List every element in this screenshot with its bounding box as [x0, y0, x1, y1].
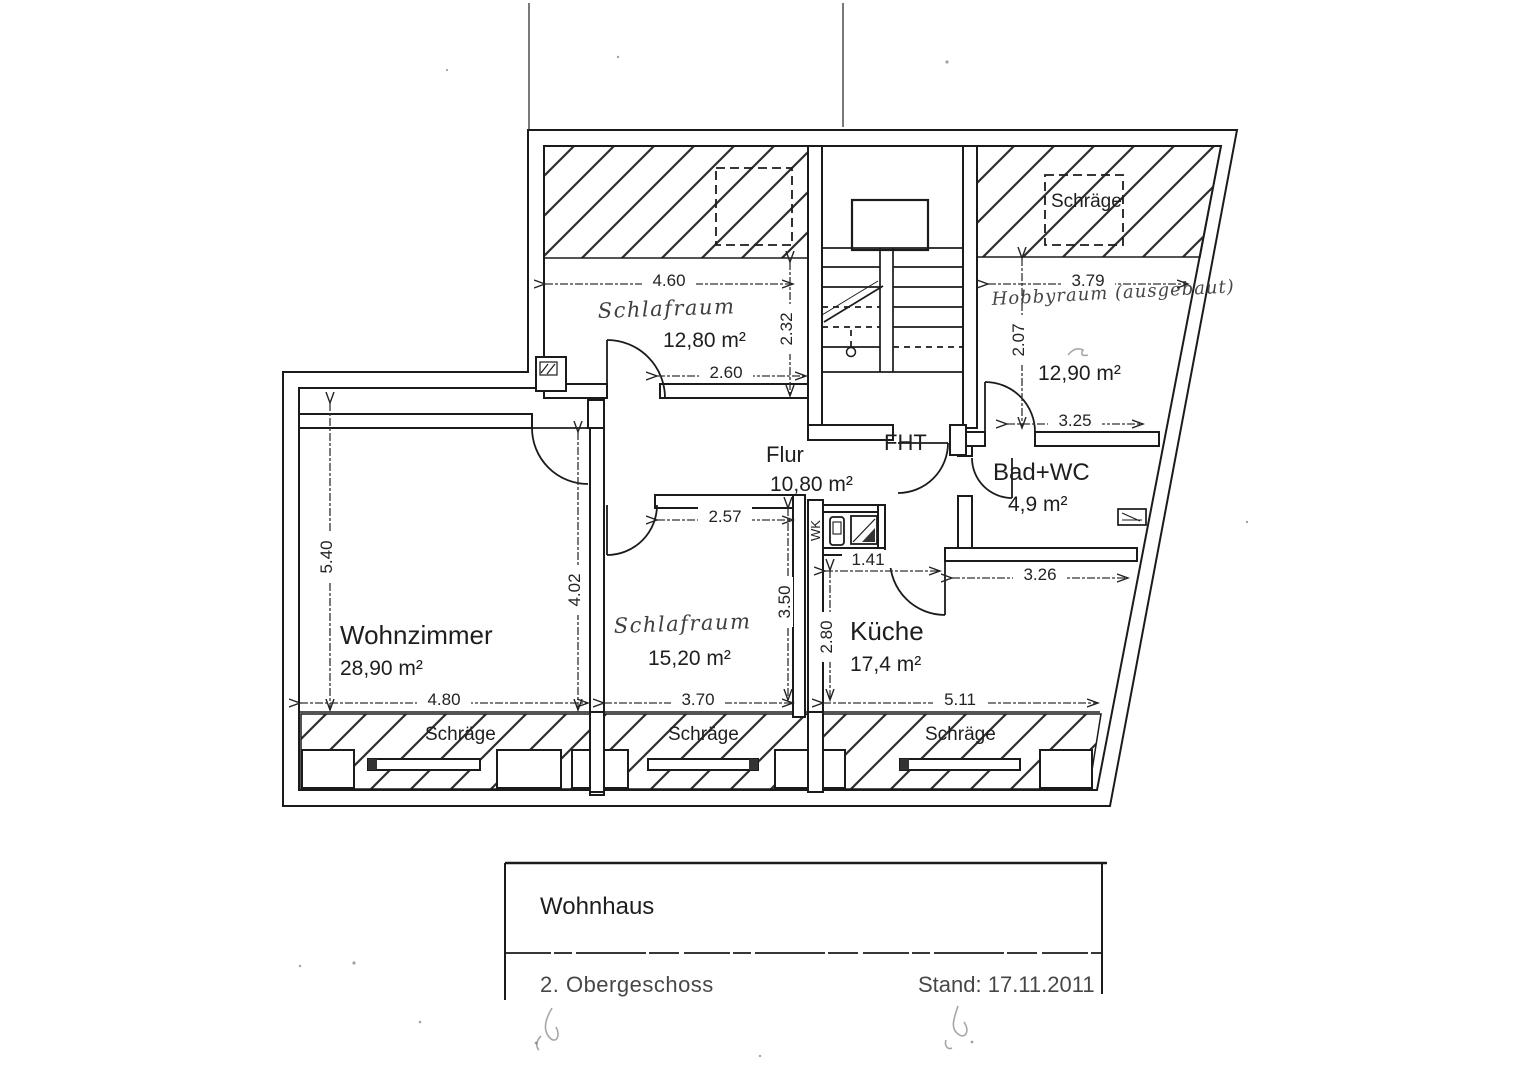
room-labels: Schlafraum 12,80 m² Hobbyraum (ausgebaut…: [340, 276, 1235, 680]
dim-4-02: 4.02: [565, 573, 584, 606]
schraege-label-bottom-3: Schräge: [925, 724, 996, 745]
dim-1-41: 1.41: [851, 550, 884, 569]
title-block: Wohnhaus 2. Obergeschoss Stand: 17.11.20…: [504, 861, 1107, 1051]
handwritten-initials: [534, 1005, 974, 1051]
dim-3-50: 3.50: [775, 585, 794, 618]
wohnzimmer-area: 28,90 m²: [340, 657, 423, 680]
fixtures: [535, 356, 1147, 546]
dim-2-80: 2.80: [817, 620, 836, 653]
titleblock-stand: Stand: 17.11.2011: [918, 972, 1095, 997]
scan-fold-lines: [528, 3, 844, 129]
dim-4-60: 4.60: [652, 271, 685, 290]
knee-wall-window-bars: [367, 758, 1021, 771]
boiler-icon: [829, 516, 845, 546]
dim-5-11: 5.11: [944, 690, 976, 709]
dashed-schraege-box-right: [1044, 174, 1124, 246]
staircase: [821, 198, 963, 373]
shower-icon: [850, 515, 878, 545]
dim-3-26: 3.26: [1023, 565, 1056, 584]
kueche-name: Küche: [850, 616, 924, 646]
dim-3-70: 3.70: [681, 690, 714, 709]
door-schlafraum2: [606, 504, 658, 556]
schlafraum2-name: Schlafraum: [613, 609, 751, 638]
dim-5-40: 5.40: [317, 540, 336, 573]
roof-slope-hatch-bottom: Schräge Schräge Schräge: [299, 711, 1102, 790]
stair-direction-line: [823, 285, 884, 323]
scan-noise: [298, 55, 1249, 1058]
dim-2-07: 2.07: [1009, 323, 1028, 356]
roof-slope-hatch-top: Schräge: [543, 145, 1222, 259]
stairwell-right-wall: [962, 145, 978, 429]
wk-label: WK: [808, 520, 823, 541]
bad-area: 4,9 m²: [1008, 493, 1068, 516]
schraege-label-top: Schräge: [1051, 191, 1122, 212]
bad-name: Bad+WC: [993, 459, 1090, 486]
dim-2-32: 2.32: [777, 312, 796, 345]
dim-2-60: 2.60: [709, 363, 742, 382]
schraege-label-bottom-1: Schräge: [425, 724, 496, 745]
fht-label: FHT: [884, 430, 927, 455]
dim-4-80: 4.80: [427, 690, 460, 709]
stairwell-left-wall: [807, 145, 823, 429]
door-schlafraum1: [606, 339, 666, 399]
titleblock-floor: 2. Obergeschoss: [540, 972, 714, 997]
door-kueche: [889, 559, 946, 616]
flur-area: 10,80 m²: [770, 473, 853, 496]
dim-3-79: 3.79: [1071, 271, 1104, 290]
radiator-icon: [1117, 508, 1147, 526]
schraege-label-bottom-2: Schräge: [668, 724, 739, 745]
door-fht: [897, 442, 949, 494]
flur-name: Flur: [766, 442, 804, 467]
dashed-schraege-box-left: [715, 167, 793, 246]
schlafraum2-area: 15,20 m²: [648, 647, 731, 670]
hobbyraum-area: 12,90 m²: [1038, 362, 1121, 385]
hobbyraum-scribble: [1067, 348, 1089, 357]
schlafraum1-area: 12,80 m²: [663, 329, 746, 352]
door-bad: [971, 457, 1013, 499]
kueche-area: 17,4 m²: [850, 653, 921, 676]
schlafraum1-name: Schlafraum: [597, 294, 735, 323]
stair-start-marker: [845, 346, 857, 358]
chimney-icon: [535, 356, 567, 392]
door-wohnzimmer: [531, 427, 589, 485]
dim-2-57: 2.57: [708, 507, 741, 526]
dim-3-25: 3.25: [1058, 411, 1091, 430]
wohnzimmer-name: Wohnzimmer: [340, 620, 493, 650]
titleblock-building: Wohnhaus: [540, 893, 654, 920]
dimensions: 4.60 2.60 3.79 3.25 1.41 3.26 2.57 4.80 …: [300, 258, 1188, 710]
